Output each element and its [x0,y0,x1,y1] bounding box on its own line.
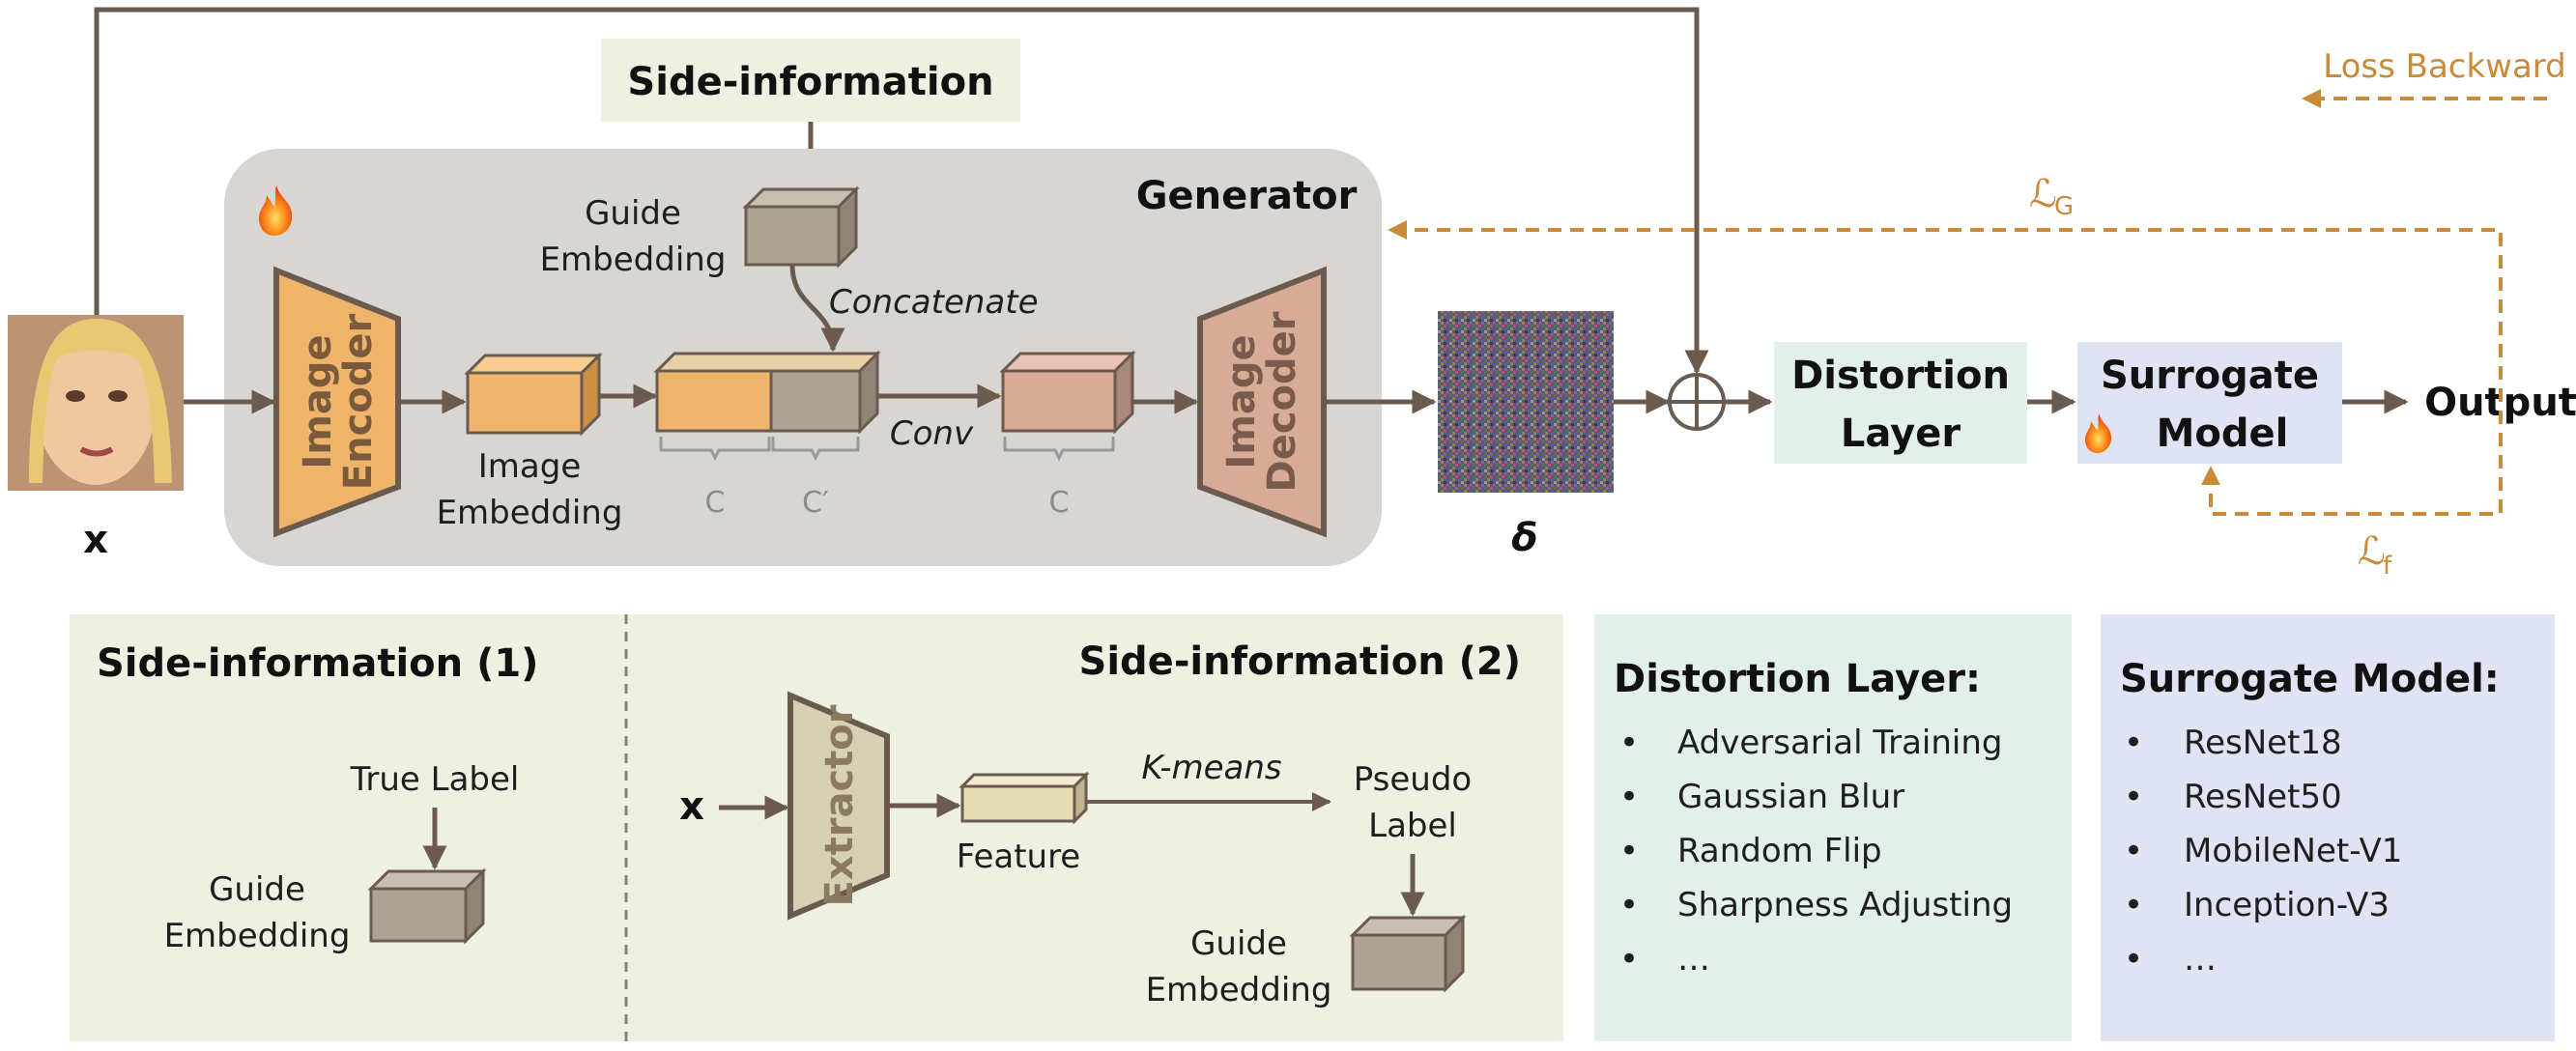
list-item: … [1677,940,1710,979]
image-embedding-label-2: Embedding [437,494,623,532]
image-encoder-label-1: Image [296,334,340,469]
adder-icon [1668,373,1726,431]
brace-c-prime [771,437,860,462]
list-item: Random Flip [1677,832,1882,870]
image-decoder [1197,266,1327,538]
list-item: ResNet50 [2184,778,2342,816]
loss-g-arrow [1388,220,2503,491]
image-embedding-cube [464,352,603,437]
skip-connection-arrow [94,7,1709,375]
list-bullet: • [2124,778,2143,816]
image-decoder-label-2: Decoder [1260,311,1304,492]
image-embedding-label-1: Image [478,447,581,486]
distortion-layer-label-1: Distortion [1791,354,2010,398]
guide-embedding-1-label-2: Embedding [164,917,351,955]
perturbation-delta-image [1438,311,1614,493]
distortion-layer-panel [1594,614,2072,1041]
side-info-2-title: Side-information (2) [1079,639,1521,684]
surrogate-list: • ResNet18 • ResNet50 • MobileNet-V1 • I… [2124,724,2402,979]
delta-label: δ [1511,516,1537,560]
brace-c-conv-label: C [1049,486,1070,520]
list-item: Adversarial Training [1677,724,2002,762]
guide-embedding-cube [742,185,860,269]
list-bullet: • [1619,832,1639,870]
generator-title: Generator [1136,174,1358,218]
loss-f-arrow [2201,433,2503,516]
side-information-box [601,39,1020,122]
list-bullet: • [2124,724,2143,762]
extractor [787,691,890,921]
side-info-1-title: Side-information (1) [97,641,538,686]
distortion-list: • Adversarial Training • Gaussian Blur •… [1619,724,2013,979]
image-encoder [273,266,401,538]
input-face-image [8,315,184,491]
input-x-label: x [83,518,108,562]
guide-to-concat-arrow [789,264,845,353]
distortion-layer-box [1774,342,2027,464]
concatenated-cube [653,350,881,435]
flame-icon [259,185,293,236]
guide-embedding-label-2: Embedding [540,241,727,279]
guide-embedding-2-label-1: Guide [1190,924,1287,963]
image-decoder-label-1: Image [1219,334,1264,469]
surrogate-model-box [2077,342,2342,464]
distortion-layer-label-2: Layer [1841,412,1961,456]
guide-embedding-label-1: Guide [585,194,681,233]
pseudo-label-text-1: Pseudo [1354,760,1472,799]
list-bullet: • [2124,940,2143,979]
brace-c [659,437,771,462]
side-info-2-x: x [679,784,704,829]
pseudo-label-text-2: Label [1368,807,1457,845]
image-encoder-label-2: Encoder [336,313,381,490]
list-item: Inception-V3 [2184,886,2390,924]
feature-cube [959,771,1090,825]
list-item: Gaussian Blur [1677,778,1904,816]
guide-embedding-1-label-1: Guide [209,870,305,909]
loss-f-subscript: f [2383,552,2392,581]
brace-c-prime-label: C′ [802,486,829,520]
guide-embedding-cube-2 [1349,914,1467,993]
kmeans-label: K-means [1141,749,1281,787]
list-bullet: • [1619,778,1639,816]
list-item: MobileNet-V1 [2184,832,2402,870]
guide-embedding-cube-1 [367,867,487,945]
list-item: ResNet18 [2184,724,2342,762]
surrogate-model-panel [2101,614,2555,1041]
conv-label: Conv [890,414,974,453]
concatenate-label: Concatenate [829,283,1039,322]
surrogate-model-label-2: Model [2157,412,2289,456]
brace-c-label: C [705,486,726,520]
conv-output-cube [999,350,1136,435]
list-bullet: • [1619,940,1639,979]
list-item: … [2184,940,2217,979]
list-bullet: • [1619,724,1639,762]
surrogate-model-label-1: Surrogate [2101,354,2319,398]
side-information-label: Side-information [627,60,993,104]
loss-backward-label: Loss Backward [2323,47,2566,86]
loss-g-subscript: G [2054,192,2074,221]
guide-embedding-2-label-2: Embedding [1146,971,1332,1009]
list-bullet: • [2124,832,2143,870]
list-bullet: • [1619,886,1639,924]
surrogate-panel-title: Surrogate Model: [2120,657,2500,701]
loss-g-symbol: ℒ [2029,172,2057,216]
distortion-panel-title: Distortion Layer: [1614,657,1981,701]
feature-label: Feature [957,838,1080,876]
list-bullet: • [2124,886,2143,924]
true-label-text: True Label [350,760,520,799]
brace-c-conv [1003,437,1115,462]
loss-f-symbol: ℒ [2358,529,2386,574]
extractor-label: Extractor [817,704,862,906]
flame-icon [2085,413,2112,453]
list-item: Sharpness Adjusting [1677,886,2013,924]
